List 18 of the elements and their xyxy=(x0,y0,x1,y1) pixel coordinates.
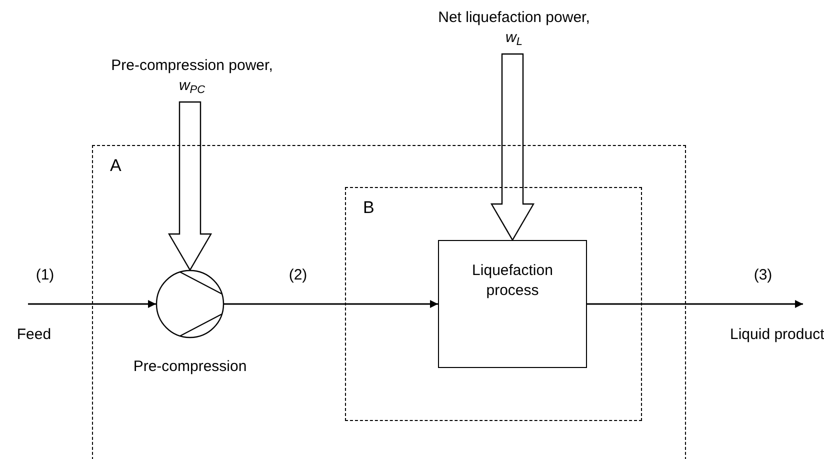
power-input-arrow xyxy=(490,53,535,242)
power-input-label: Net liquefaction power, w$_{L}$ xyxy=(436,8,592,52)
stream-number: (2) xyxy=(286,268,310,282)
stream-name: Feed xyxy=(16,325,52,345)
process-box: Liquefaction process xyxy=(438,240,587,368)
flow-arrow xyxy=(587,300,803,308)
boundary-label: B xyxy=(363,199,374,216)
power-input-label: Pre-compression power, w$_{PC}$ xyxy=(106,56,278,100)
compressor-symbol xyxy=(156,270,224,338)
flow-arrow xyxy=(28,300,156,308)
stream-number: (1) xyxy=(34,268,56,282)
system-boundary xyxy=(92,145,686,459)
stream-number: (3) xyxy=(752,268,774,282)
system-boundary xyxy=(345,187,642,421)
power-input-arrow xyxy=(168,101,212,272)
flow-arrow xyxy=(224,300,438,308)
equipment-caption: Pre-compression xyxy=(132,357,248,377)
boundary-label: A xyxy=(110,157,122,174)
